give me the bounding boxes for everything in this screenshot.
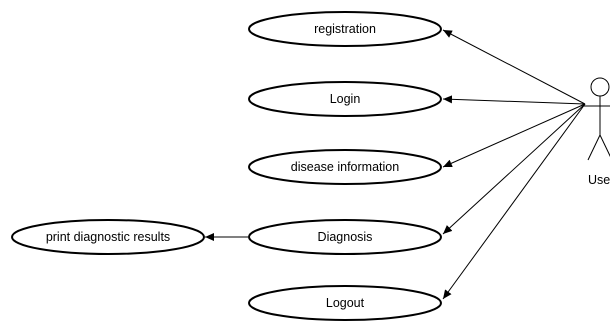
use-case-print-diagnostic-results-label: print diagnostic results <box>46 230 170 244</box>
use-case-disease-information-label: disease information <box>291 160 399 174</box>
line-to-disease-information <box>442 103 586 168</box>
line-to-login <box>442 95 586 105</box>
actor-head <box>590 77 610 97</box>
association-lines <box>205 29 586 300</box>
use-case-registration-label: registration <box>314 22 376 36</box>
use-case-registration[interactable]: registration <box>248 11 442 47</box>
use-case-login[interactable]: Login <box>248 81 442 117</box>
use-case-logout[interactable]: Logout <box>248 285 442 321</box>
use-case-diagnosis-label: Diagnosis <box>318 230 373 244</box>
use-case-logout-label: Logout <box>326 296 365 310</box>
use-case-print-diagnostic-results[interactable]: print diagnostic results <box>11 219 205 255</box>
actor-user-label: User <box>588 173 610 187</box>
actor-right-leg <box>599 134 610 157</box>
actor-user[interactable] <box>583 77 610 161</box>
use-case-login-label: Login <box>330 92 361 106</box>
line-to-registration <box>442 29 586 105</box>
line-to-diagnosis <box>442 103 586 235</box>
use-case-diagnosis[interactable]: Diagnosis <box>248 219 442 255</box>
line-to-logout <box>442 103 586 300</box>
use-case-disease-information[interactable]: disease information <box>248 149 442 185</box>
actor-left-leg <box>587 134 601 161</box>
